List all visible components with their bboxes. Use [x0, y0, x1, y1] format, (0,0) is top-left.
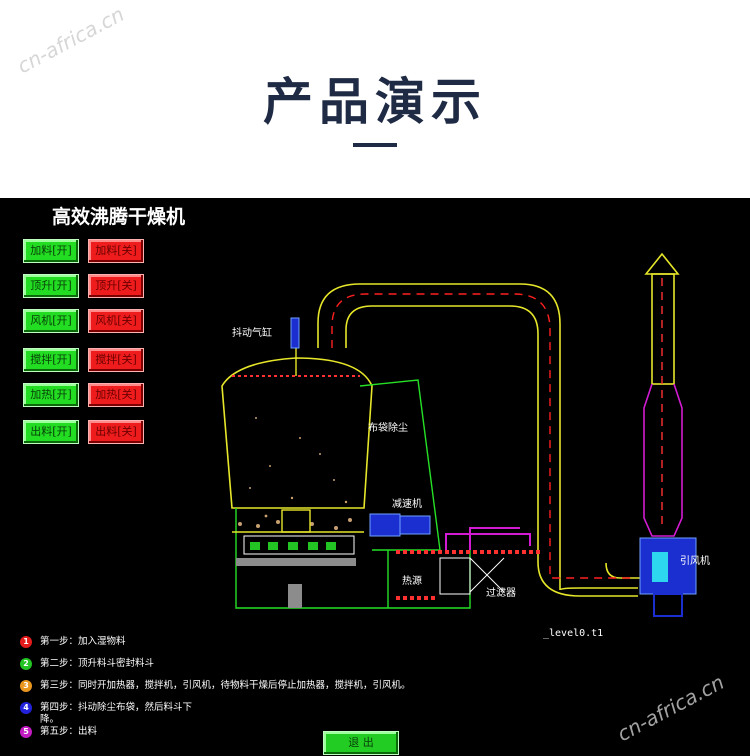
filter-box — [439, 557, 505, 595]
title-underline — [353, 143, 397, 147]
label-heat-source: 热源 — [402, 576, 422, 587]
step-1-badge: 1 — [20, 636, 32, 648]
dryer-chamber — [221, 357, 373, 509]
heater-coils — [396, 550, 540, 600]
lift-off-button[interactable]: 顶升[关] — [88, 274, 144, 298]
step-5-text: 第五步：出料 — [40, 726, 98, 737]
reducer-motor — [369, 513, 431, 537]
exit-button[interactable]: 退 出 — [323, 731, 399, 755]
page-header: cn-africa.cn 产品演示 — [0, 0, 750, 198]
chimney — [644, 252, 680, 385]
scada-panel: 高效沸腾干燥机 加料[开] 加料[关] 顶升[开] 顶升[关] 风机[开] 风机… — [0, 198, 750, 756]
heat-pipes — [445, 527, 531, 550]
stir-on-button[interactable]: 搅拌[开] — [23, 348, 79, 372]
label-shake-cylinder: 抖动气缸 — [232, 328, 272, 339]
scada-title: 高效沸腾干燥机 — [52, 206, 186, 228]
heat-on-button[interactable]: 加热[开] — [23, 383, 79, 407]
level-readout: _level0.t1 — [543, 628, 604, 639]
stack-cone — [643, 383, 683, 537]
air-duct — [317, 283, 640, 597]
step-5-badge: 5 — [20, 726, 32, 738]
feed-on-button[interactable]: 加料[开] — [23, 239, 79, 263]
step-4-badge: 4 — [20, 702, 32, 714]
step-2-badge: 2 — [20, 658, 32, 670]
shake-cylinder — [290, 317, 300, 349]
label-fan: 引风机 — [680, 556, 710, 567]
heat-off-button[interactable]: 加热[关] — [88, 383, 144, 407]
lift-cylinder — [288, 584, 302, 608]
fan-off-button[interactable]: 风机[关] — [88, 309, 144, 333]
dryer-diagram — [221, 252, 697, 617]
step-4-text: 第四步：抖动除尘布袋，然后料斗下降。 — [40, 702, 193, 725]
step-1-text: 第一步：加入湿物料 — [40, 636, 126, 647]
discharge-off-button[interactable]: 出料[关] — [88, 420, 144, 444]
fan-on-button[interactable]: 风机[开] — [23, 309, 79, 333]
lift-on-button[interactable]: 顶升[开] — [23, 274, 79, 298]
label-reducer: 减速机 — [392, 499, 422, 510]
stir-off-button[interactable]: 搅拌[关] — [88, 348, 144, 372]
step-2-text: 第二步：顶升料斗密封料斗 — [40, 658, 155, 669]
discharge-on-button[interactable]: 出料[开] — [23, 420, 79, 444]
page-title: 产品演示 — [263, 73, 487, 131]
step-3-badge: 3 — [20, 680, 32, 692]
feed-off-button[interactable]: 加料[关] — [88, 239, 144, 263]
fan-motor — [652, 552, 668, 582]
particles — [238, 417, 352, 530]
mixing-bed — [243, 535, 355, 555]
label-filter: 过滤器 — [486, 588, 516, 599]
step-3-text: 第三步：同时开加热器，搅拌机，引风机，待物料干燥后停止加热器，搅拌机，引风机。 — [40, 680, 411, 691]
air-flow-arrows — [331, 293, 636, 579]
bag-filter-housing — [235, 379, 471, 609]
base-plate — [236, 558, 356, 566]
label-bag-dust: 布袋除尘 — [368, 423, 408, 434]
agitator — [232, 348, 364, 533]
